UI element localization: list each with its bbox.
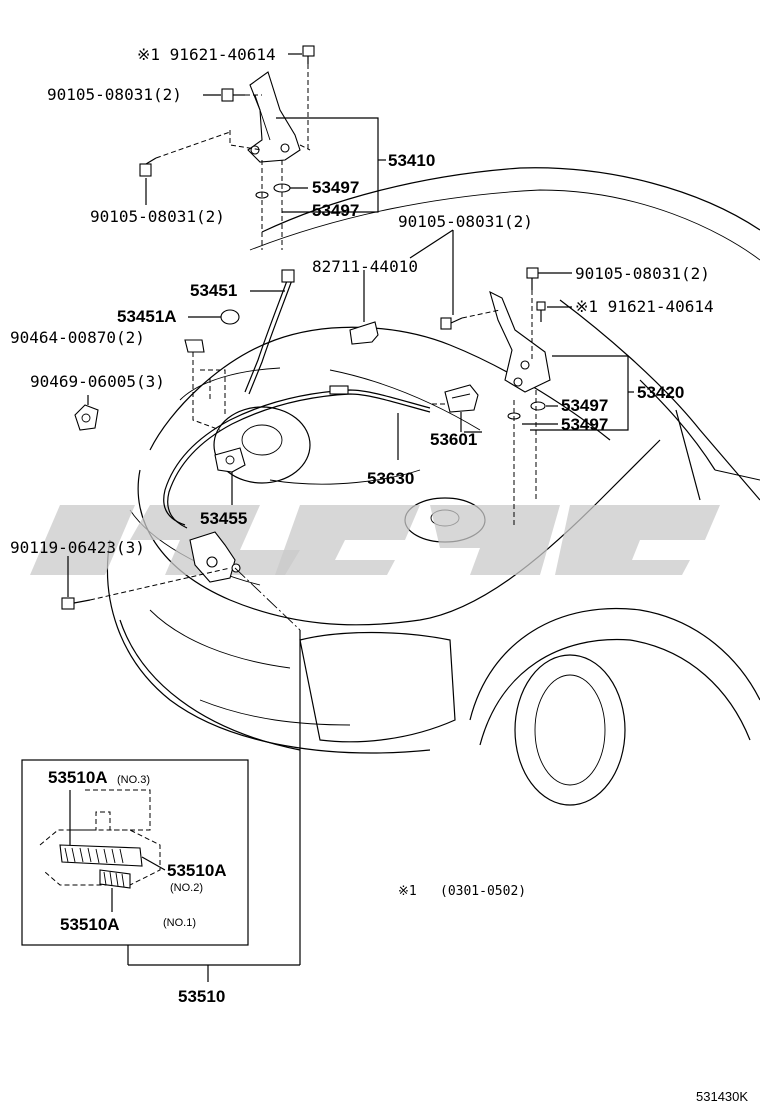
label-top-bolt: ※1 91621-40614: [137, 45, 276, 64]
clip-icon: [184, 339, 221, 431]
label-clamp: 90469-06005(3): [30, 372, 165, 391]
hood-hinge-rh-icon: [489, 290, 551, 393]
label-inset-part-b-no: (NO.2): [170, 882, 203, 894]
release-lever-icon: [444, 384, 479, 432]
label-bolt-left2: 90105-08031(2): [90, 207, 225, 226]
bolt-icon: [440, 317, 463, 330]
label-inset-part-b: 53510A: [167, 861, 227, 880]
inset-box: [21, 759, 249, 946]
label-bolt-mid: 90105-08031(2): [398, 212, 533, 231]
label-right-x-bolt: ※1 91621-40614: [575, 297, 714, 316]
label-clip: 90464-00870(2): [10, 328, 145, 347]
footnote-range: (0301-0502): [440, 884, 526, 899]
hood-hinge-lh-icon: [229, 71, 311, 163]
car-body-outline: [106, 167, 760, 806]
bolt-icon: [139, 157, 157, 177]
label-hinge-lh: 53410: [388, 151, 435, 170]
diagram-code: 531430K: [696, 1089, 748, 1104]
label-washer-r2: 53497: [561, 415, 608, 434]
label-hinge-rh: 53420: [637, 383, 684, 402]
label-inset-part-c: 53510A: [60, 915, 120, 934]
label-inset-part-a-no: (NO.3): [117, 774, 150, 786]
stay-holder-icon: [349, 270, 379, 345]
label-washer-r1: 53497: [561, 396, 608, 415]
label-support: 53455: [200, 509, 247, 528]
label-stay-holder: 82711-44010: [312, 257, 418, 276]
grommet-icon: [188, 309, 240, 325]
label-bolt-right: 90105-08031(2): [575, 264, 710, 283]
washer-icon: [255, 160, 308, 250]
label-washer-l2: 53497: [312, 201, 359, 220]
bolt-icon: [526, 267, 539, 290]
label-inset-part-a: 53510A: [48, 768, 108, 787]
washer-icon: [507, 390, 558, 525]
clamp-icon: [74, 395, 99, 431]
bolt-icon: [536, 301, 546, 322]
label-cable: 53630: [367, 469, 414, 488]
label-bolt-lock: 90119-06423(3): [10, 538, 145, 557]
bolt-icon: [221, 88, 245, 102]
label-bolt-left1: 90105-08031(2): [47, 85, 182, 104]
part-labels: ※1 91621-40614 90105-08031(2) 90105-0803…: [10, 45, 748, 1104]
label-washer-l1: 53497: [312, 178, 359, 197]
hood-support-rod-icon: [244, 269, 295, 395]
label-rod: 53451: [190, 281, 237, 300]
release-cable-icon: [163, 385, 431, 529]
bolt-icon: [61, 597, 91, 610]
label-lock-assy: 53510: [178, 987, 225, 1006]
label-rod-grommet: 53451A: [117, 307, 177, 326]
hood-support-icon: [214, 447, 246, 505]
label-lever: 53601: [430, 430, 477, 449]
label-inset-part-c-no: (NO.1): [163, 917, 196, 929]
bolt-icon: [302, 45, 315, 64]
footnote-mark: ※1: [398, 884, 417, 899]
